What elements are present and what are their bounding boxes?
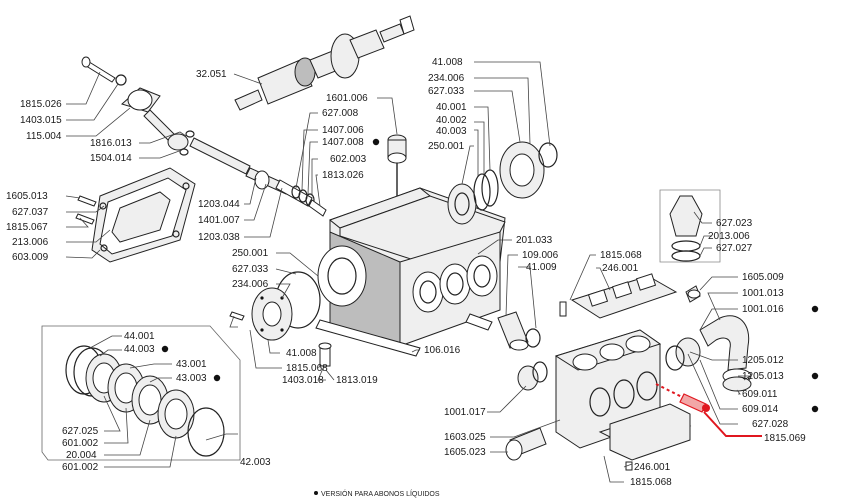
label-1816-013: 1816.013 <box>90 138 132 149</box>
label-1001-013: 1001.013 <box>742 288 784 299</box>
label-42-003: 42.003 <box>240 457 271 468</box>
label-601-002-a: 601.002 <box>62 438 99 449</box>
label-627-025: 627.025 <box>62 426 99 437</box>
label-1815-068-lower: 1815.068 <box>630 477 672 488</box>
footnote-bullet <box>314 491 318 495</box>
part-labels: 32.051 1815.026 1403.015 115.004 1816.01… <box>6 57 819 488</box>
label-603-009: 603.009 <box>12 252 49 263</box>
label-32-051: 32.051 <box>196 69 227 80</box>
label-250-001-top: 250.001 <box>428 141 465 152</box>
label-1605-013: 1605.013 <box>6 191 48 202</box>
label-213-006: 213.006 <box>12 237 49 248</box>
liquid-fertilizer-marker <box>213 374 221 382</box>
label-43-003: 43.003 <box>176 373 207 384</box>
label-109-006: 109.006 <box>522 250 559 261</box>
label-1603-025: 1603.025 <box>444 432 486 443</box>
manifold-drawing <box>554 273 692 471</box>
label-44-003: 44.003 <box>124 344 155 355</box>
label-1815-026: 1815.026 <box>20 99 62 110</box>
label-40-001: 40.001 <box>436 102 467 113</box>
label-601-002-b: 601.002 <box>62 462 99 473</box>
label-609-014: 609.014 <box>742 404 779 415</box>
label-2013-006: 2013.006 <box>708 231 750 242</box>
label-1205-013: 1205.013 <box>742 371 784 382</box>
label-609-011: 609.011 <box>742 389 778 400</box>
label-1203-044: 1203.044 <box>198 199 240 210</box>
label-1407-008: 1407.008 <box>322 137 364 148</box>
label-43-001: 43.001 <box>176 359 207 370</box>
label-115-004: 115.004 <box>26 131 62 142</box>
liquid-fertilizer-marker <box>372 138 380 146</box>
label-106-016: 106.016 <box>424 345 461 356</box>
liquid-fertilizer-marker <box>811 405 819 413</box>
label-250-001-left: 250.001 <box>232 248 269 259</box>
label-627-033-left: 627.033 <box>232 264 269 275</box>
flange-drawing <box>229 271 321 341</box>
highlighted-bolt-drawing <box>655 383 762 437</box>
label-44-001: 44.001 <box>124 331 155 342</box>
label-627-027: 627.027 <box>716 243 753 254</box>
label-234-006-left: 234.006 <box>232 279 269 290</box>
label-1407-006: 1407.006 <box>322 125 364 136</box>
bolt-drawing <box>81 56 127 86</box>
label-1001-016: 1001.016 <box>742 304 784 315</box>
label-1504-014: 1504.014 <box>90 153 132 164</box>
label-627-023: 627.023 <box>716 218 753 229</box>
label-1815-069: 1815.069 <box>764 433 806 444</box>
liquid-fertilizer-marker <box>161 345 169 353</box>
label-627-037: 627.037 <box>12 207 49 218</box>
label-1203-038: 1203.038 <box>198 232 240 243</box>
label-40-002: 40.002 <box>436 115 467 126</box>
label-40-003: 40.003 <box>436 126 467 137</box>
label-201-033: 201.033 <box>516 235 553 246</box>
seal-pack-drawing <box>41 325 241 461</box>
elbow-fitting-drawing <box>665 285 752 392</box>
label-1403-015: 1403.015 <box>20 115 62 126</box>
label-20-004: 20.004 <box>66 450 97 461</box>
liquid-fertilizer-marker <box>811 305 819 313</box>
label-1813-026: 1813.026 <box>322 170 364 181</box>
footnote: VERSIÓN PARA ABONOS LÍQUIDOS <box>314 489 440 498</box>
plug-drawing <box>505 361 548 461</box>
label-1205-012: 1205.012 <box>742 355 784 366</box>
label-1605-023: 1605.023 <box>444 447 486 458</box>
label-41-008-top: 41.008 <box>432 57 463 68</box>
oil-cap-drawing <box>387 134 407 196</box>
label-602-003: 602.003 <box>330 154 367 165</box>
label-1001-017: 1001.017 <box>444 407 486 418</box>
label-627-028: 627.028 <box>752 419 789 430</box>
label-1605-009: 1605.009 <box>742 272 784 283</box>
bearing-set-drawing <box>447 141 558 225</box>
valve-cap-drawing <box>659 189 721 263</box>
label-1815-068-bottom: 1815.068 <box>286 363 328 374</box>
label-41-009: 41.009 <box>526 262 557 273</box>
label-246-001-bottom: 246.001 <box>634 462 671 473</box>
label-627-033-top: 627.033 <box>428 86 465 97</box>
leader-lines <box>65 61 752 483</box>
footnote-text: VERSIÓN PARA ABONOS LÍQUIDOS <box>321 489 440 498</box>
label-234-006-top: 234.006 <box>428 73 465 84</box>
label-1813-019: 1813.019 <box>336 375 378 386</box>
label-1815-067: 1815.067 <box>6 222 48 233</box>
label-1403-018: 1403.018 <box>282 375 324 386</box>
connecting-rod-drawing <box>121 87 195 156</box>
label-627-008: 627.008 <box>322 108 359 119</box>
rear-cover-drawing <box>75 167 196 263</box>
label-1601-006: 1601.006 <box>326 93 368 104</box>
liquid-fertilizer-marker <box>811 372 819 380</box>
crankshaft-drawing <box>234 15 415 111</box>
crankcase-drawing <box>315 187 506 357</box>
label-1401-007: 1401.007 <box>198 215 240 226</box>
label-41-008-bottom: 41.008 <box>286 348 317 359</box>
label-1815-068-top: 1815.068 <box>600 250 642 261</box>
plunger-drawing <box>318 311 541 367</box>
label-246-001-top: 246.001 <box>602 263 639 274</box>
